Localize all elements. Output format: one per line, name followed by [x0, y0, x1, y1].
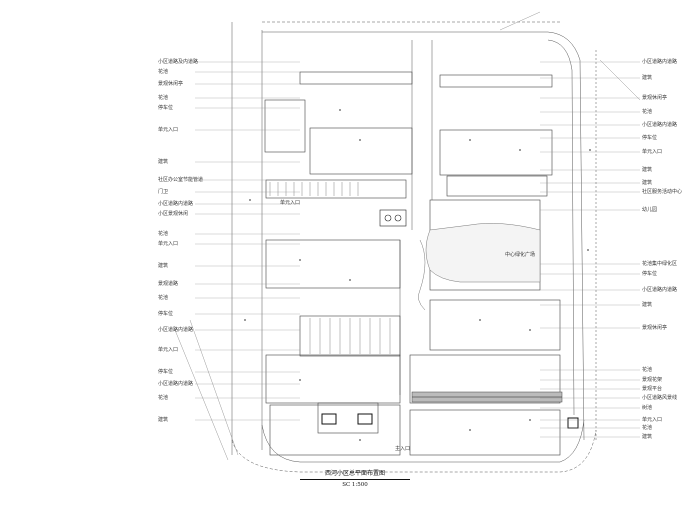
parking-stalls-mid [309, 318, 391, 354]
right-label: 景观休闲亭 [642, 95, 668, 101]
drawing-scale: SC 1:500 [342, 482, 368, 488]
landscape-band [411, 391, 563, 403]
right-label: 停车位 [642, 271, 658, 277]
building-block-r1 [439, 74, 553, 88]
building-block-6 [269, 404, 401, 456]
left-label: 停车位 [158, 311, 174, 317]
building-block-r5 [409, 354, 561, 404]
right-label: 景观花架 [642, 377, 663, 383]
bottom-road-outer [231, 429, 597, 473]
left-label: 单元入口 [158, 127, 179, 133]
right-label: 花池 [642, 425, 653, 431]
building-block-2 [309, 127, 413, 175]
left-label: 建筑 [158, 417, 169, 423]
right-label: 景观平台 [642, 386, 663, 392]
right-label: 小区道路内道路 [642, 122, 678, 128]
right-label: 花池集中绿化区 [642, 261, 678, 267]
right-label: 建筑 [642, 180, 653, 186]
right-label: 幼儿园 [642, 207, 658, 213]
top-right-curve [547, 39, 575, 416]
right-label: 花池 [642, 109, 653, 115]
building-block-r3 [446, 175, 548, 197]
right-label: 社区服务活动中心 [642, 189, 683, 195]
right-label: 建筑 [642, 302, 653, 308]
left-label: 小区道路内道路 [158, 201, 194, 207]
top-right-diagonal [499, 11, 641, 101]
right-label: 建筑 [642, 434, 653, 440]
right-leader-lines [540, 61, 640, 438]
right-label: 单元入口 [642, 149, 663, 155]
title-block: 西河小区总平面布置图 SC 1:500 [300, 468, 410, 488]
right-label: 建筑 [642, 167, 653, 173]
right-label: 树池 [642, 405, 653, 411]
outer-road-line [231, 22, 585, 455]
left-label: 单元入口 [158, 347, 179, 353]
landmark-icon [379, 209, 407, 227]
left-label: 花池 [158, 95, 169, 101]
left-label: 停车位 [158, 369, 174, 375]
map-label-central-area: 中心绿化广场 [505, 252, 536, 258]
left-label: 门卫 [158, 189, 169, 195]
gatehouse-icon [567, 417, 579, 429]
tree-dots [244, 109, 591, 441]
building-block-1 [299, 71, 413, 85]
left-label: 建筑 [158, 159, 169, 165]
left-label: 小区道路内道路 [158, 381, 194, 387]
left-diagonal-road [174, 319, 239, 461]
map-label-entrance-lower: 主入口 [395, 446, 411, 452]
building-block-r2 [439, 129, 553, 176]
building-block-r6 [409, 409, 561, 456]
left-label: 花池 [158, 295, 169, 301]
left-label: 景观休闲亭 [158, 81, 184, 87]
right-label: 单元入口 [642, 417, 663, 423]
building-block-3 [264, 99, 306, 153]
left-label: 小区道路及内道路 [158, 59, 199, 65]
right-label: 景观休闲亭 [642, 325, 668, 331]
left-label: 建筑 [158, 263, 169, 269]
parking-row-1 [265, 179, 407, 199]
bottom-road-curve [261, 419, 585, 463]
right-label: 花池 [642, 367, 653, 373]
right-label: 小区道路内道路 [642, 287, 678, 293]
left-label: 花池 [158, 231, 169, 237]
left-label: 单元入口 [158, 241, 179, 247]
plaza-path [418, 239, 426, 311]
left-label: 花池 [158, 395, 169, 401]
central-green-area [425, 223, 541, 283]
right-label: 小区道路风景线 [642, 395, 678, 401]
building-block-5 [265, 354, 401, 404]
left-label: 小区道路内道路 [158, 327, 194, 333]
building-block-4 [265, 239, 401, 289]
left-label: 花池 [158, 69, 169, 75]
small-building-a [321, 413, 337, 425]
left-label: 社区办公室节能管道 [158, 177, 204, 183]
map-label-entrance-upper: 单元入口 [280, 200, 301, 206]
left-leader-lines [195, 61, 300, 421]
parking-row-2 [299, 315, 401, 357]
courtyard-block [317, 402, 379, 434]
left-label: 小区景观休闲 [158, 211, 189, 217]
small-building-b [357, 413, 373, 425]
right-label: 建筑 [642, 75, 653, 81]
left-label: 景观道路 [158, 281, 179, 287]
right-label: 小区道路内道路 [642, 59, 678, 65]
right-label: 停车位 [642, 135, 658, 141]
building-block-r4 [429, 299, 561, 351]
parking-stalls-top [269, 182, 359, 196]
left-label: 停车位 [158, 105, 174, 111]
drawing-title: 西河小区总平面布置图 [300, 468, 410, 480]
